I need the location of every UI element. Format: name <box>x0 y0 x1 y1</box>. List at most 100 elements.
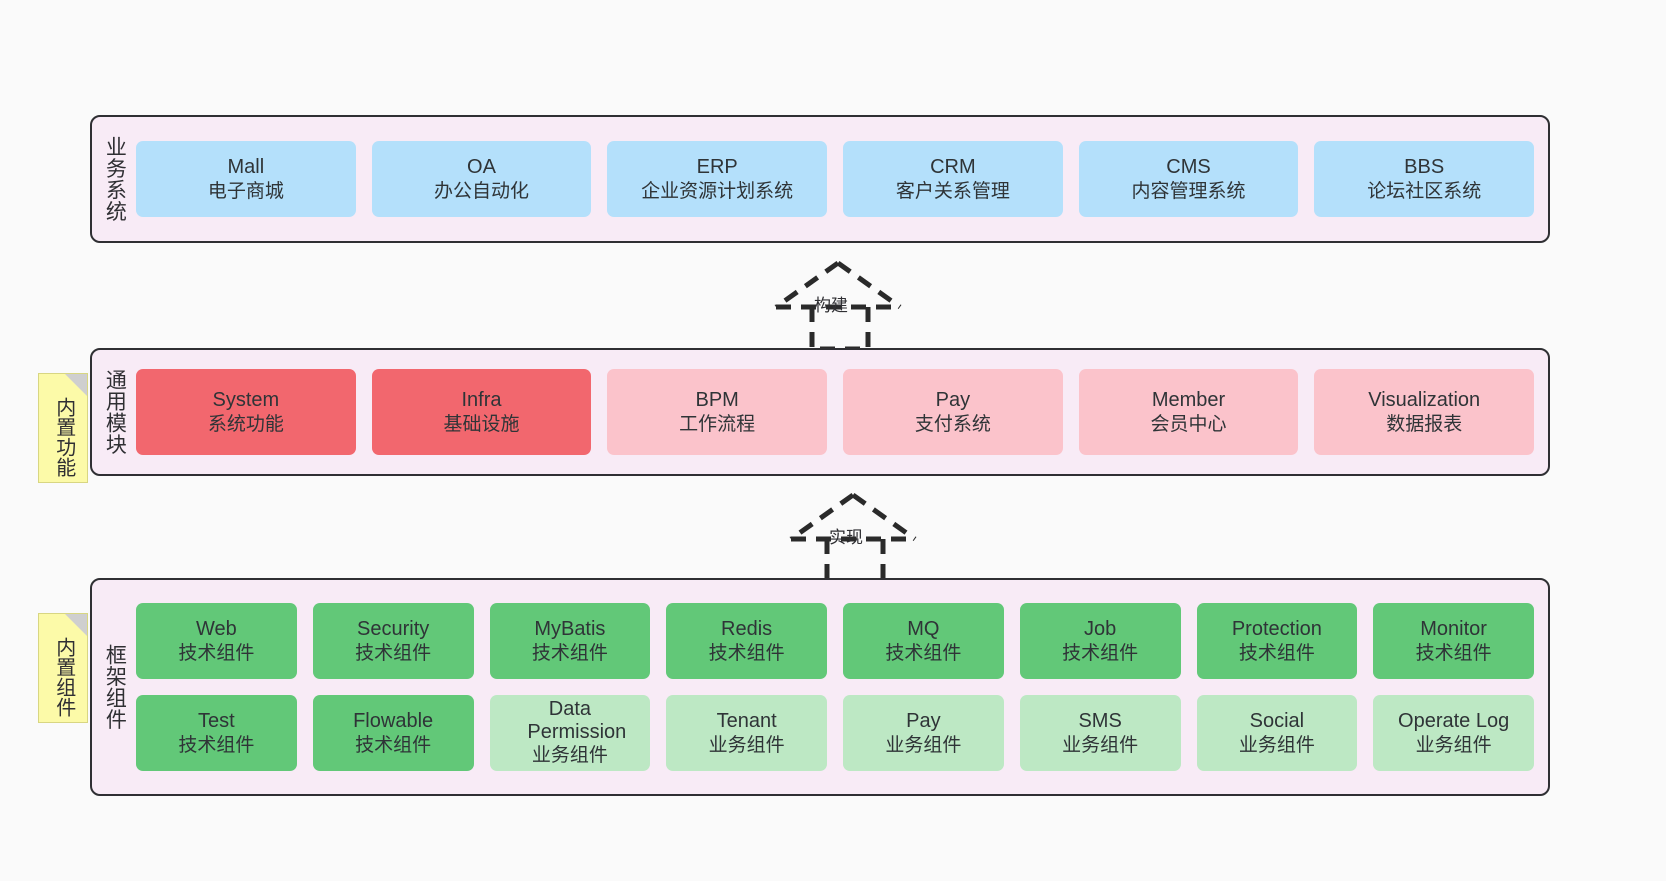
node-row: Web 技术组件 Security 技术组件 MyBatis 技术组件 Redi… <box>136 603 1534 679</box>
node-security[interactable]: Security 技术组件 <box>312 603 474 679</box>
layer-common-modules: 通用模块 System 系统功能 Infra 基础设施 BPM 工作流程 Pay… <box>90 348 1550 476</box>
node-mall[interactable]: Mall 电子商城 <box>136 141 356 217</box>
node-title: MQ <box>907 618 940 641</box>
node-redis[interactable]: Redis 技术组件 <box>666 603 827 679</box>
node-subtitle: 技术组件 <box>1415 642 1492 664</box>
node-title: Test <box>198 710 235 733</box>
node-data-permission[interactable]: Data Permission 业务组件 <box>489 695 651 771</box>
node-mq[interactable]: MQ 技术组件 <box>843 603 1004 679</box>
connector-realize-label: 实现 <box>829 528 863 547</box>
note-label: 内置组件 <box>52 637 75 717</box>
node-infra[interactable]: Infra 基础设施 <box>371 369 592 455</box>
node-title: Social <box>1249 710 1305 733</box>
node-mybatis[interactable]: MyBatis 技术组件 <box>489 603 651 679</box>
note-builtin-functions: 内置功能 <box>38 373 88 483</box>
node-subtitle: 技术组件 <box>885 642 962 664</box>
node-bpm[interactable]: BPM 工作流程 <box>607 369 828 455</box>
layer-body-framework-components: Web 技术组件 Security 技术组件 MyBatis 技术组件 Redi… <box>136 580 1548 794</box>
node-title: Flowable <box>353 710 434 733</box>
layer-framework-components: 框架组件 Web 技术组件 Security 技术组件 MyBatis 技术组件… <box>90 578 1550 796</box>
node-subtitle: 技术组件 <box>708 642 785 664</box>
node-subtitle: 技术组件 <box>1062 642 1139 664</box>
node-subtitle: 业务组件 <box>1062 734 1139 756</box>
node-subtitle: 业务组件 <box>708 734 785 756</box>
node-subtitle: 技术组件 <box>178 642 255 664</box>
connector-realize: 实现 <box>765 487 945 585</box>
node-subtitle: 技术组件 <box>355 642 432 664</box>
node-title: System <box>212 389 280 412</box>
realize-arrow-icon <box>789 492 917 584</box>
node-title: Security <box>357 618 430 641</box>
node-subtitle: 支付系统 <box>914 413 991 435</box>
node-subtitle: 业务组件 <box>885 734 962 756</box>
node-subtitle: 技术组件 <box>355 734 432 756</box>
node-subtitle: 业务组件 <box>531 745 608 767</box>
node-title: ERP <box>696 156 738 179</box>
node-subtitle: 技术组件 <box>531 642 608 664</box>
node-protection[interactable]: Protection 技术组件 <box>1196 603 1358 679</box>
node-subtitle: 技术组件 <box>1238 642 1315 664</box>
node-title: BBS <box>1404 156 1445 179</box>
node-crm[interactable]: CRM 客户关系管理 <box>843 141 1063 217</box>
node-title: CRM <box>930 156 976 179</box>
node-title: Protection <box>1231 618 1322 641</box>
node-web[interactable]: Web 技术组件 <box>136 603 297 679</box>
node-operate-log[interactable]: Operate Log 业务组件 <box>1373 695 1534 771</box>
layer-title-framework-components: 框架组件 <box>103 644 127 730</box>
layer-body-common-modules: System 系统功能 Infra 基础设施 BPM 工作流程 Pay 支付系统… <box>136 350 1548 474</box>
node-visualization[interactable]: Visualization 数据报表 <box>1314 369 1535 455</box>
node-oa[interactable]: OA 办公自动化 <box>371 141 592 217</box>
node-title: SMS <box>1078 710 1122 733</box>
node-row: Test 技术组件 Flowable 技术组件 Data Permission … <box>136 695 1534 771</box>
node-subtitle: 业务组件 <box>1415 734 1492 756</box>
node-title: Pay <box>906 710 941 733</box>
node-social[interactable]: Social 业务组件 <box>1196 695 1358 771</box>
node-subtitle: 企业资源计划系统 <box>641 180 794 202</box>
node-pay[interactable]: Pay 支付系统 <box>843 369 1063 455</box>
node-erp[interactable]: ERP 企业资源计划系统 <box>607 141 828 217</box>
node-subtitle: 电子商城 <box>207 180 284 202</box>
node-tenant[interactable]: Tenant 业务组件 <box>666 695 827 771</box>
node-bbs[interactable]: BBS 论坛社区系统 <box>1314 141 1535 217</box>
note-builtin-components: 内置组件 <box>38 613 88 723</box>
build-arrow-icon <box>774 260 902 352</box>
node-row: System 系统功能 Infra 基础设施 BPM 工作流程 Pay 支付系统… <box>136 369 1535 455</box>
node-subtitle: 业务组件 <box>1238 734 1315 756</box>
node-subtitle: 论坛社区系统 <box>1367 180 1482 202</box>
node-subtitle: 基础设施 <box>443 413 520 435</box>
node-cms[interactable]: CMS 内容管理系统 <box>1078 141 1299 217</box>
node-title: OA <box>467 156 496 179</box>
node-sms[interactable]: SMS 业务组件 <box>1019 695 1181 771</box>
node-system[interactable]: System 系统功能 <box>136 369 356 455</box>
node-title: Monitor <box>1420 618 1487 641</box>
node-title: Job <box>1084 618 1117 641</box>
node-pay-component[interactable]: Pay 业务组件 <box>843 695 1004 771</box>
note-fold-icon <box>65 614 87 636</box>
node-title: BPM <box>695 389 739 412</box>
node-job[interactable]: Job 技术组件 <box>1019 603 1181 679</box>
layer-title-common-modules: 通用模块 <box>103 369 127 455</box>
node-title: Web <box>195 618 237 641</box>
node-subtitle: 办公自动化 <box>434 180 530 202</box>
node-subtitle: 客户关系管理 <box>895 180 1010 202</box>
node-title: Operate Log <box>1398 710 1510 733</box>
node-title: Pay <box>935 389 971 412</box>
connector-build-label: 构建 <box>814 296 848 315</box>
node-monitor[interactable]: Monitor 技术组件 <box>1373 603 1534 679</box>
node-member[interactable]: Member 会员中心 <box>1078 369 1299 455</box>
node-title: CMS <box>1166 156 1211 179</box>
node-row: Mall 电子商城 OA 办公自动化 ERP 企业资源计划系统 CRM 客户关系… <box>136 141 1535 217</box>
layer-title-business-systems: 业务系统 <box>103 136 127 222</box>
node-subtitle: 系统功能 <box>207 413 284 435</box>
layer-body-business-systems: Mall 电子商城 OA 办公自动化 ERP 企业资源计划系统 CRM 客户关系… <box>136 117 1548 241</box>
node-subtitle: 技术组件 <box>178 734 255 756</box>
node-subtitle: 工作流程 <box>679 413 756 435</box>
node-title: Mall <box>227 156 265 179</box>
node-title: MyBatis <box>534 618 606 641</box>
node-title: Member <box>1151 389 1226 412</box>
node-title: Visualization <box>1368 389 1481 412</box>
node-test[interactable]: Test 技术组件 <box>136 695 297 771</box>
node-title: Tenant <box>716 710 777 733</box>
node-flowable[interactable]: Flowable 技术组件 <box>312 695 474 771</box>
